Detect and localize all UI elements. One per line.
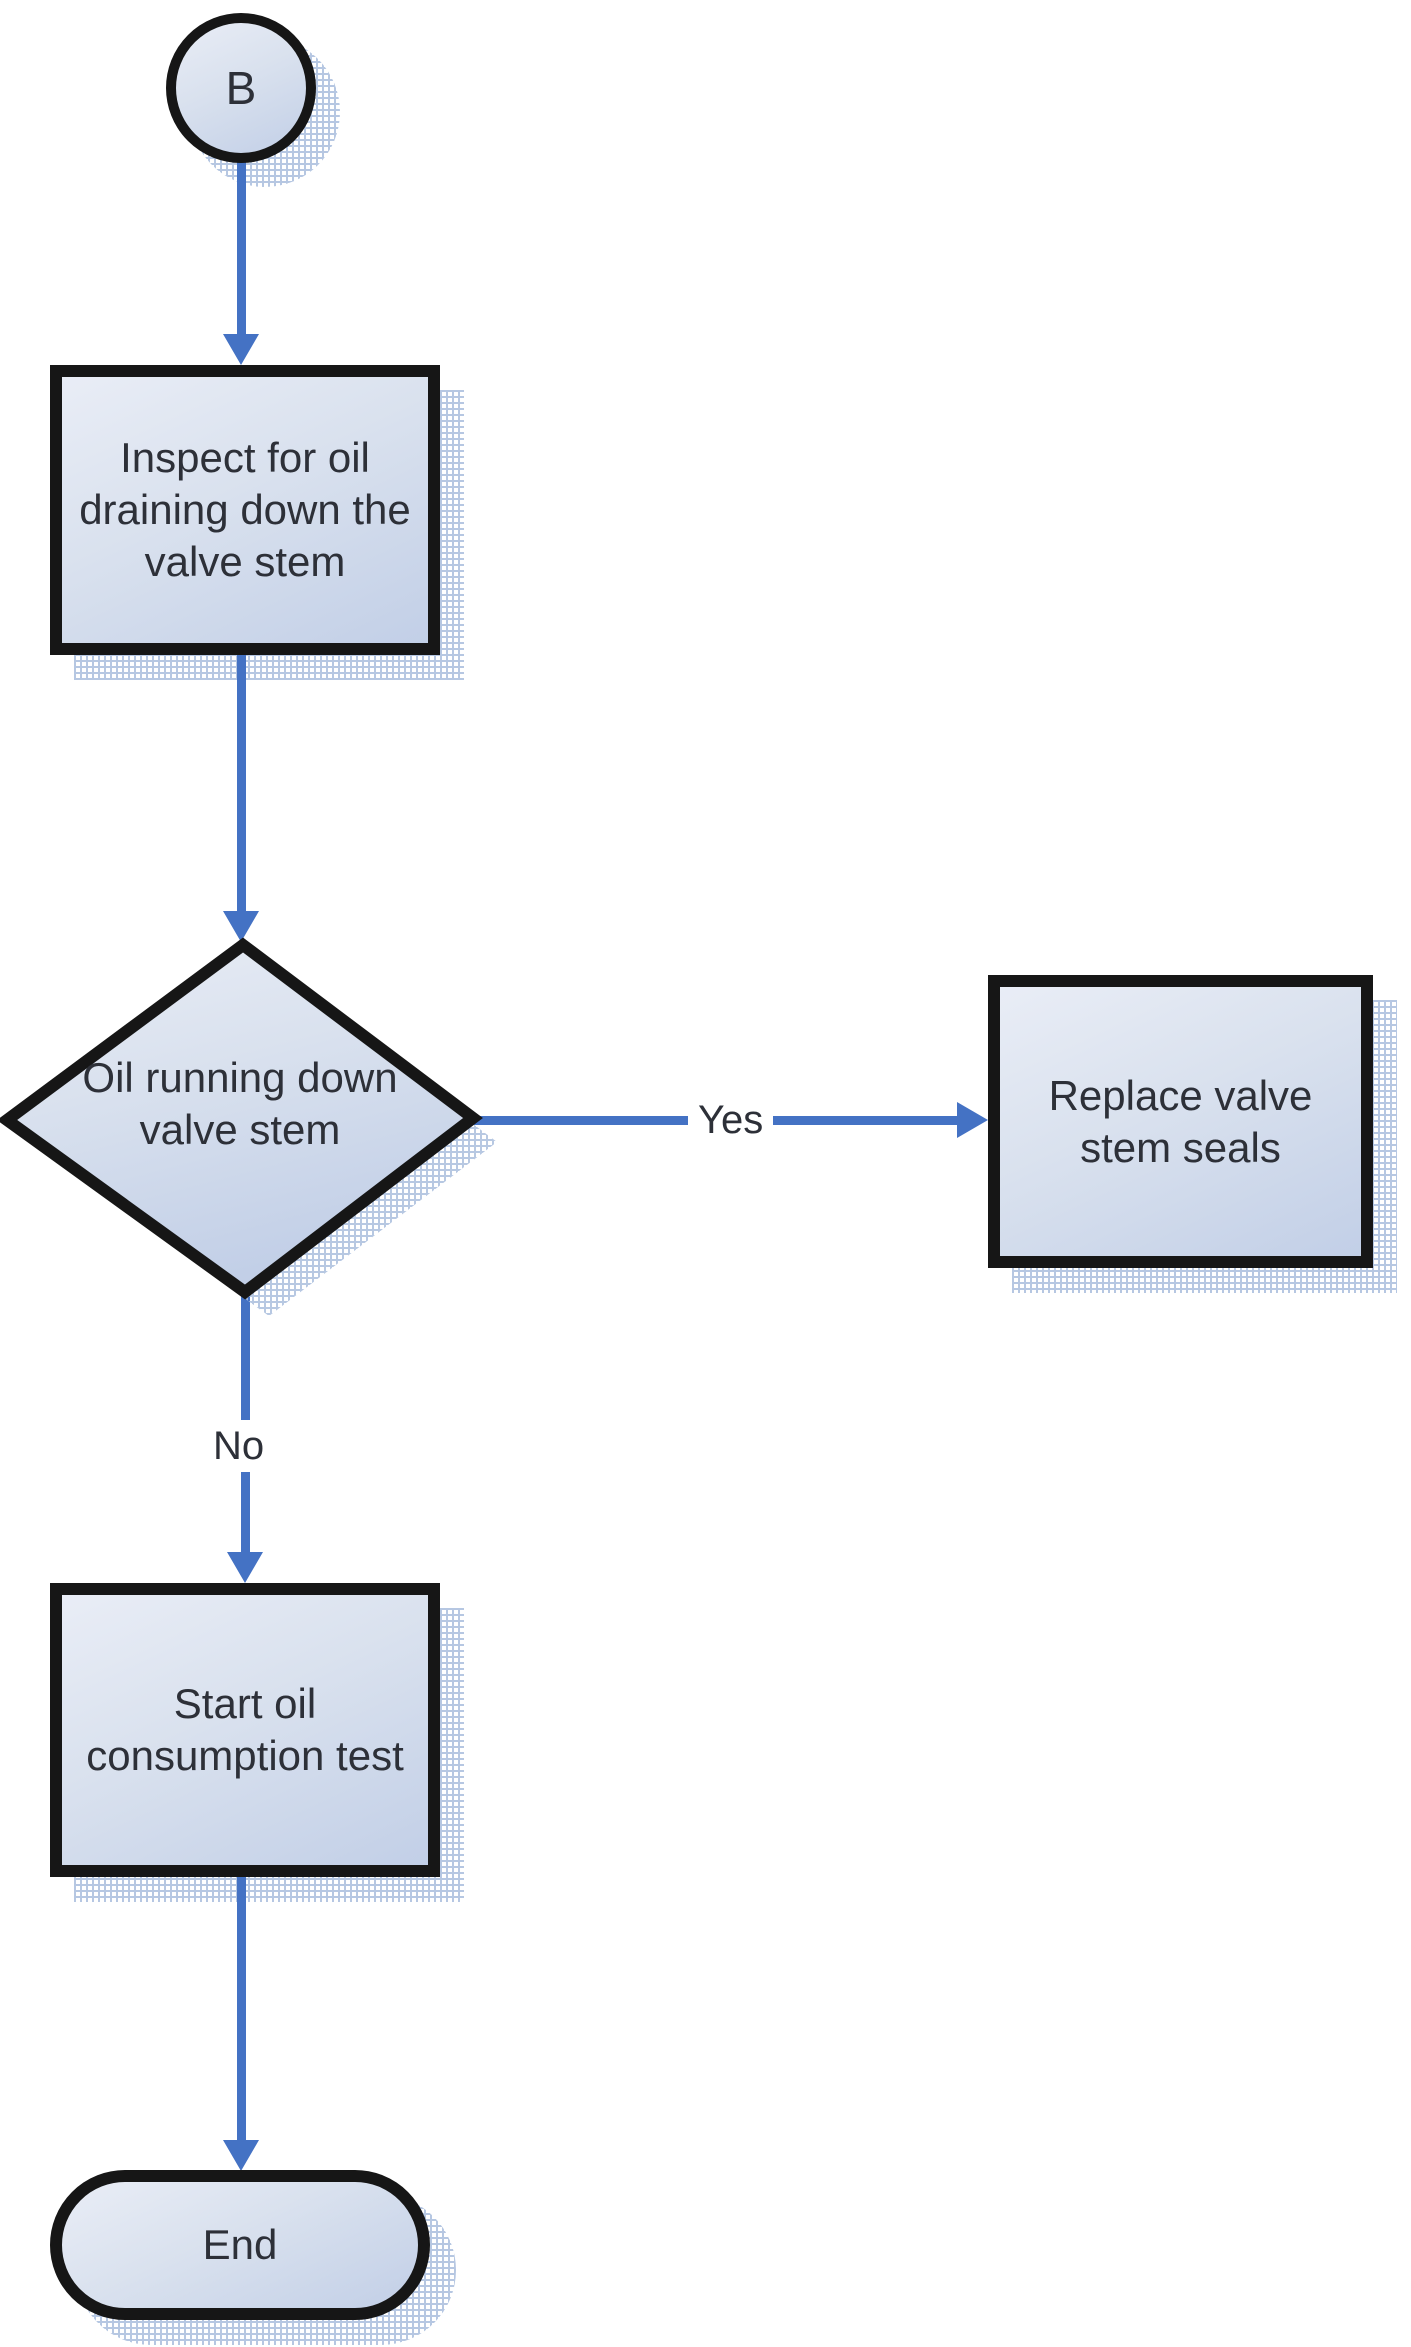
edge-label-yes: Yes (688, 1094, 774, 1146)
decision-oil-running-diamond (0, 937, 483, 1300)
terminator-end-label: End (202, 2221, 278, 2268)
process-inspect-label: Inspect for oil draining down the valve … (79, 434, 411, 585)
process-replace-seals: Replace valve stem seals (988, 975, 1373, 1268)
edge-test-to-end-line (237, 1877, 246, 2140)
decision-oil-running-label: Oil running down valve stem (82, 1054, 398, 1153)
arrowhead-down-icon (223, 911, 259, 942)
connector-b-label: B (225, 62, 257, 114)
off-page-connector-b: B (166, 13, 316, 163)
arrowhead-down-icon (223, 2140, 259, 2171)
edge-label-no: No (203, 1420, 275, 1472)
process-replace-label: Replace valve stem seals (1048, 1071, 1313, 1171)
process-inspect-oil: Inspect for oil draining down the valve … (50, 365, 440, 655)
arrowhead-down-icon (223, 334, 259, 365)
edge-b-to-inspect-line (237, 160, 246, 334)
decision-diamond-graphic (0, 937, 497, 1316)
process-oil-consumption-test: Start oil consumption test (50, 1583, 440, 1877)
arrowhead-right-icon (957, 1102, 988, 1138)
edge-inspect-to-decision-line (237, 655, 246, 911)
arrowhead-down-icon (227, 1552, 263, 1583)
terminator-end: End (50, 2170, 430, 2320)
process-oil-test-label: Start oil consumption test (86, 1680, 404, 1779)
